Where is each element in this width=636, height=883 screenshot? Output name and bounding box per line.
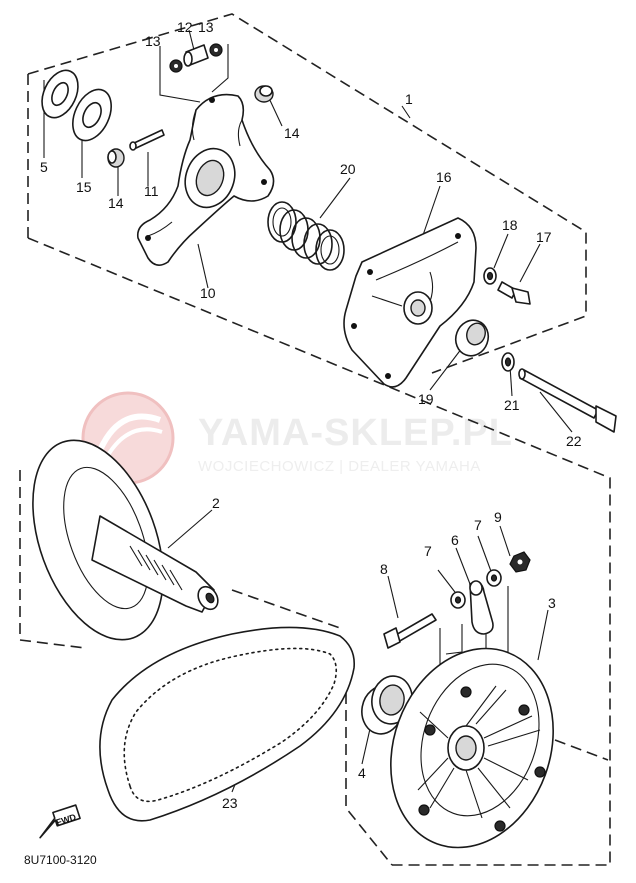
assembly-outline-bottom <box>19 470 609 866</box>
part-13-nut-right <box>209 43 223 57</box>
callout-21: 21 <box>504 397 520 413</box>
part-17-bolt <box>497 281 531 305</box>
callout-10: 10 <box>200 285 216 301</box>
callout-16: 16 <box>436 169 452 185</box>
part-10-spider <box>136 93 275 266</box>
callout-17: 17 <box>536 229 552 245</box>
part-16-cover <box>343 217 477 388</box>
part-21-washer <box>501 352 515 372</box>
callout-8: 8 <box>380 561 388 577</box>
part-4-bushing <box>361 675 413 735</box>
part-2-primary-sheave <box>32 439 219 641</box>
callout-23: 23 <box>222 795 238 811</box>
watermark-title: YAMA-SKLEP.PL <box>198 412 513 454</box>
assembly-outline-top <box>27 13 611 866</box>
callout-labels: 1 2 3 4 5 6 7 7 8 9 10 11 12 13 13 14 14… <box>40 19 582 811</box>
callout-13a: 13 <box>145 33 161 49</box>
part-14-cap-right <box>254 85 274 103</box>
callout-7a: 7 <box>424 543 432 559</box>
part-7-washer-left <box>450 591 466 609</box>
callout-9: 9 <box>494 509 502 525</box>
callout-4: 4 <box>358 765 366 781</box>
part-18-washer <box>483 267 497 285</box>
part-22-long-bolt <box>518 368 617 433</box>
part-12-collar <box>183 44 209 67</box>
callout-2: 2 <box>212 495 220 511</box>
callout-7b: 7 <box>474 517 482 533</box>
diagram-code: 8U7100-3120 <box>24 853 97 867</box>
part-13-nut-left <box>169 59 183 73</box>
callout-1: 1 <box>405 91 413 107</box>
fwd-arrow: FWD <box>39 804 81 839</box>
callout-5: 5 <box>40 159 48 175</box>
part-19-cap <box>454 319 490 357</box>
watermark: YAMA-SKLEP.PL WOJCIECHOWICZ | DEALER YAM… <box>81 391 513 485</box>
part-3-movable-sheave <box>390 647 554 849</box>
callout-12: 12 <box>177 19 193 35</box>
callout-14b: 14 <box>284 125 300 141</box>
callout-11: 11 <box>144 183 159 199</box>
callout-18: 18 <box>502 217 518 233</box>
part-5-washer <box>41 69 79 119</box>
part-9-nut <box>509 551 531 573</box>
part-15-washer <box>72 88 112 142</box>
part-6-roller-arm <box>469 580 494 635</box>
part-11-pin <box>129 129 165 151</box>
callout-3: 3 <box>548 595 556 611</box>
part-14-cap-left <box>107 148 125 168</box>
watermark-subtitle: WOJCIECHOWICZ | DEALER YAMAHA <box>198 458 481 475</box>
callout-13b: 13 <box>198 19 214 35</box>
part-20-spring <box>267 201 345 271</box>
part-7-washer-right <box>486 569 502 587</box>
callout-22: 22 <box>566 433 582 449</box>
part-23-drive-belt <box>99 626 356 822</box>
callout-19: 19 <box>418 391 434 407</box>
callout-14a: 14 <box>108 195 124 211</box>
part-8-bolt <box>383 613 437 649</box>
callout-6: 6 <box>451 532 459 548</box>
callout-20: 20 <box>340 161 356 177</box>
callout-15: 15 <box>76 179 92 195</box>
